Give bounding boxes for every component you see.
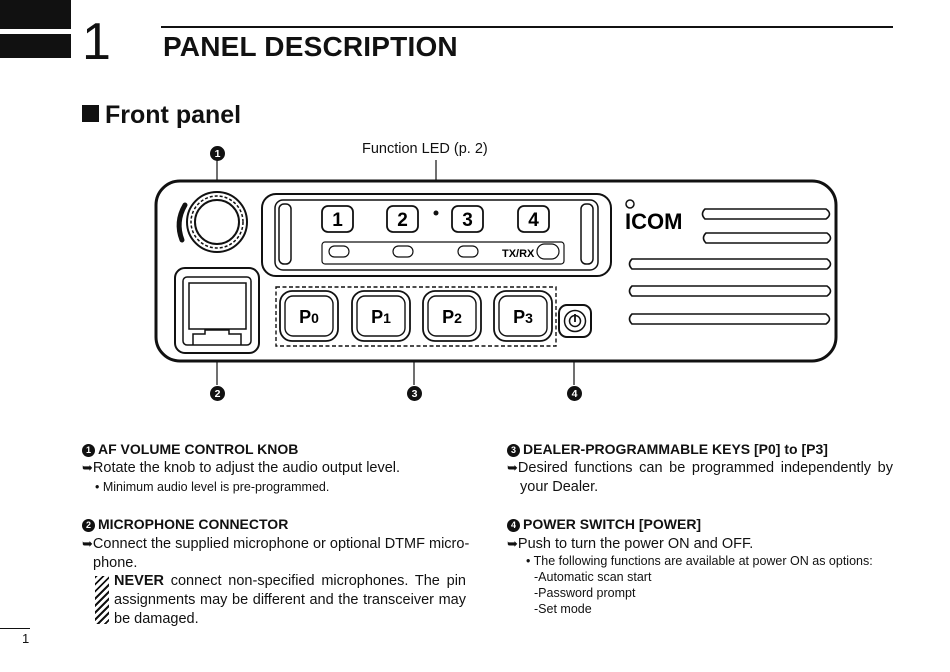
caution-line2: assignments may be different and the tra… <box>114 592 466 608</box>
microphone-text-line1: ➥Connect the supplied microphone or opti… <box>82 536 470 552</box>
p-key-letter: P <box>513 307 525 327</box>
power-option-1: -Automatic scan start <box>534 570 652 584</box>
caution-line3: be damaged. <box>114 611 199 627</box>
brand-logo: ICOM <box>625 209 682 234</box>
channel-key-label-4: 4 <box>528 210 539 231</box>
microphone-text-line2: phone. <box>93 555 138 571</box>
channel-key-label-3: 3 <box>462 210 473 231</box>
microphone-heading-text: MICROPHONE CONNECTOR <box>98 516 289 532</box>
channel-key-3[interactable] <box>451 205 484 233</box>
footer-rule <box>0 628 30 629</box>
item-number-badge: 2 <box>82 519 95 532</box>
p-key-label-0: P0 <box>299 307 319 327</box>
chapter-number: 1 <box>82 13 111 71</box>
p-key-digit: 3 <box>525 310 533 326</box>
arrow-icon: ➥ <box>507 460 518 475</box>
channel-key-label-2: 2 <box>397 210 408 231</box>
p-key-digit: 2 <box>454 310 462 326</box>
p-key-letter: P <box>442 307 454 327</box>
microphone-connector <box>174 267 260 354</box>
function-led-label: Function LED (p. 2) <box>362 141 488 157</box>
txrx-lamp <box>536 243 560 260</box>
p-key-letter: P <box>371 307 383 327</box>
af-volume-heading-text: AF VOLUME CONTROL KNOB <box>98 441 299 457</box>
af-volume-text: ➥Rotate the knob to adjust the audio out… <box>82 460 401 476</box>
section-heading: Front panel <box>82 100 241 130</box>
p-key-digit: 1 <box>383 310 391 326</box>
p-key-label-3: P3 <box>513 307 533 327</box>
p-key-face-0 <box>284 295 334 337</box>
dealer-keys-outline <box>275 286 557 347</box>
af-volume-knob <box>186 191 248 253</box>
callout-3: 3 <box>407 386 422 401</box>
p-key-label-1: P1 <box>371 307 391 327</box>
speaker-grille <box>628 208 832 325</box>
dealer-keys-text-line2: your Dealer. <box>520 479 599 495</box>
led-lamp-2 <box>392 245 414 258</box>
txrx-label: TX/RX <box>502 248 535 260</box>
item-number-badge: 3 <box>507 444 520 457</box>
channel-key-1[interactable] <box>321 205 354 233</box>
channel-key-4[interactable] <box>517 205 550 233</box>
p-key-label-2: P2 <box>442 307 462 327</box>
caution-line1: NEVER connect non-specified microphones.… <box>114 573 466 589</box>
power-note: • The following functions are available … <box>526 554 873 568</box>
power-heading-text: POWER SWITCH [POWER] <box>523 516 702 532</box>
display-window <box>261 193 612 277</box>
chapter-title: PANEL DESCRIPTION <box>163 31 458 62</box>
arrow-icon: ➥ <box>82 536 93 551</box>
p-key-face-1 <box>356 295 406 337</box>
channel-key-label-1: 1 <box>332 210 343 231</box>
power-switch <box>558 304 592 338</box>
callout-4: 4 <box>567 386 582 401</box>
power-indicator <box>625 199 635 209</box>
caution-never: NEVER <box>114 573 164 589</box>
arrow-icon: ➥ <box>507 536 518 551</box>
p-key-letter: P <box>299 307 311 327</box>
callout-2: 2 <box>210 386 225 401</box>
item-number-badge: 4 <box>507 519 520 532</box>
chapter-tab <box>0 0 71 29</box>
arrow-icon: ➥ <box>82 460 93 475</box>
p-key-face-2 <box>427 295 477 337</box>
title-rule <box>161 26 893 28</box>
function-led-dot <box>433 210 439 216</box>
chapter-marker-bar <box>0 34 71 58</box>
p-key-face-3 <box>498 295 548 337</box>
knob-guard <box>176 202 188 243</box>
power-option-2: -Password prompt <box>534 586 636 600</box>
p-key-digit: 0 <box>311 310 319 326</box>
caution-hatch-icon <box>95 576 109 624</box>
page-number: 1 <box>22 631 30 646</box>
dealer-keys-text-line1: ➥Desired functions can be programmed ind… <box>507 460 893 476</box>
led-lamp-1 <box>328 245 350 258</box>
dealer-keys-heading-text: DEALER-PROGRAMMABLE KEYS [P0] to [P3] <box>523 441 828 457</box>
af-volume-note: • Minimum audio level is pre-programmed. <box>95 480 330 494</box>
item-number-badge: 1 <box>82 444 95 457</box>
section-title: Front panel <box>105 101 242 129</box>
power-text: ➥Push to turn the power ON and OFF. <box>507 536 754 552</box>
led-lamp-3 <box>457 245 479 258</box>
power-option-3: -Set mode <box>534 602 592 616</box>
channel-key-2[interactable] <box>386 205 419 233</box>
callout-1: 1 <box>210 146 225 161</box>
square-bullet-icon <box>82 105 99 122</box>
